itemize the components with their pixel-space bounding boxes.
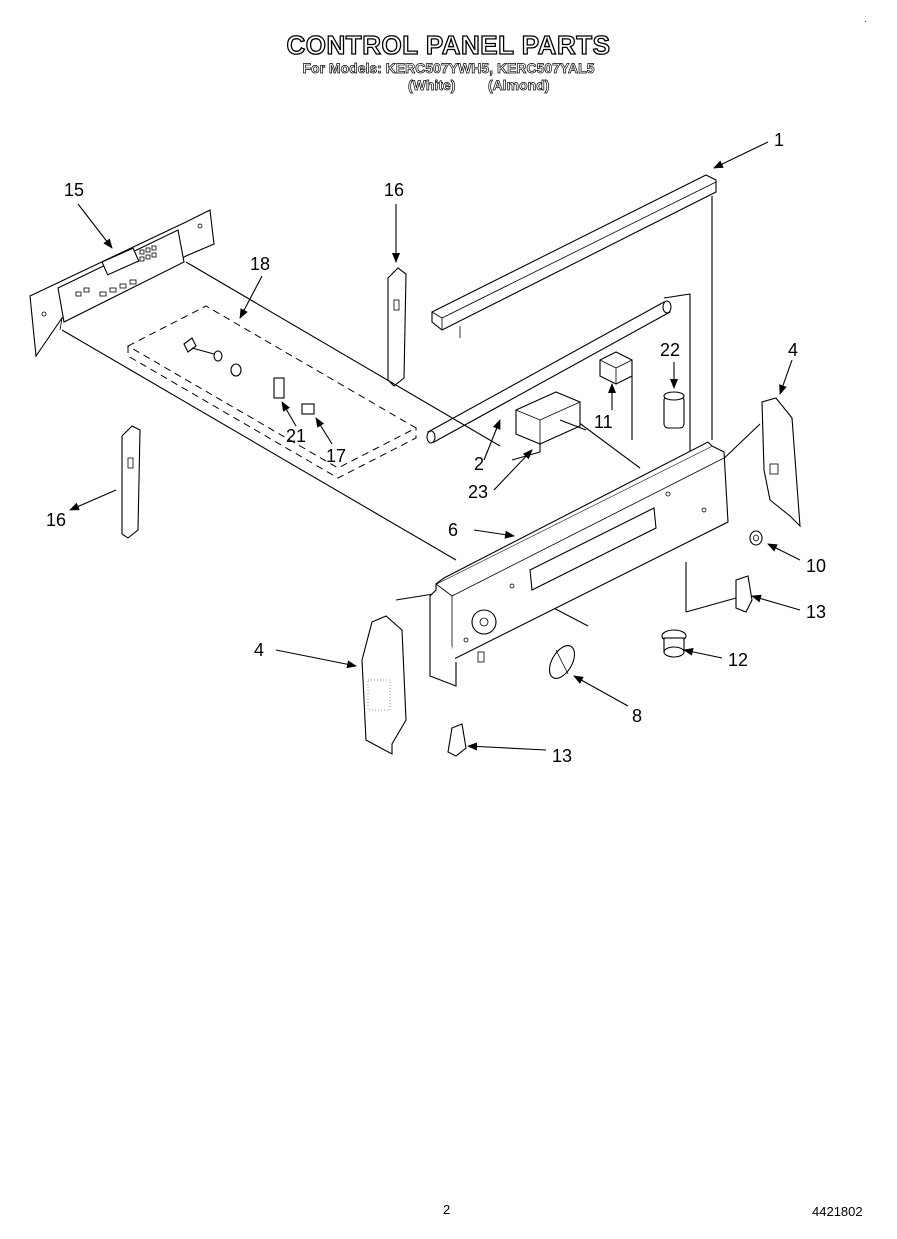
- callout-10: 10: [806, 556, 826, 576]
- callout-18: 18: [250, 254, 270, 274]
- part-electronic-control-board: [29, 209, 215, 358]
- part-end-cap-left: [361, 615, 407, 755]
- callout-1: 1: [774, 130, 784, 150]
- callout-labels: 1 15 16 18 22 4 11 21 17 2 23 16 6 10 13…: [46, 130, 826, 766]
- part-relay: [599, 351, 633, 385]
- page-number: 2: [443, 1202, 451, 1217]
- corner-mark: ·: [864, 16, 867, 27]
- part-capacitor: [663, 391, 685, 429]
- part-end-cap-right: [761, 397, 801, 528]
- part-kit-hardware: [183, 337, 315, 415]
- callout-4-left: 4: [254, 640, 264, 660]
- wiring: [511, 196, 737, 613]
- part-tube: [426, 300, 672, 444]
- callout-15: 15: [64, 180, 84, 200]
- part-kit-outline: [126, 305, 418, 479]
- part-bracket-lower: [447, 723, 467, 757]
- part-end-trim-upper: [387, 267, 407, 387]
- callout-12: 12: [728, 650, 748, 670]
- part-motor: [515, 391, 587, 445]
- diagram-title: CONTROL PANEL PARTS: [286, 29, 611, 60]
- models-line: For Models: KERC507YWH5, KERC507YAL5: [302, 60, 595, 77]
- variant-white-label: (White): [408, 77, 456, 94]
- part-switch-nut: [661, 629, 687, 658]
- callout-16-lower: 16: [46, 510, 66, 530]
- part-end-trim-lower: [121, 425, 141, 539]
- callout-11: 11: [594, 412, 613, 432]
- callout-21: 21: [286, 426, 306, 446]
- callout-2: 2: [474, 454, 484, 474]
- part-bushing: [749, 530, 763, 546]
- part-top-trim: [431, 174, 717, 338]
- part-knob: [548, 645, 576, 679]
- callout-13-right: 13: [806, 602, 826, 622]
- callout-13-lower: 13: [552, 746, 572, 766]
- callout-23: 23: [468, 482, 488, 502]
- leader-arrows: [69, 141, 801, 751]
- callout-6: 6: [448, 520, 458, 540]
- callout-4-right: 4: [788, 340, 798, 360]
- part-control-panel: [429, 441, 729, 687]
- callout-16-upper: 16: [384, 180, 404, 200]
- callout-17: 17: [326, 446, 346, 466]
- callout-22: 22: [660, 340, 680, 360]
- part-bracket-right: [735, 575, 753, 613]
- variant-almond-label: (Almond): [488, 77, 550, 94]
- callout-8: 8: [632, 706, 642, 726]
- document-number: 4421802: [812, 1204, 863, 1219]
